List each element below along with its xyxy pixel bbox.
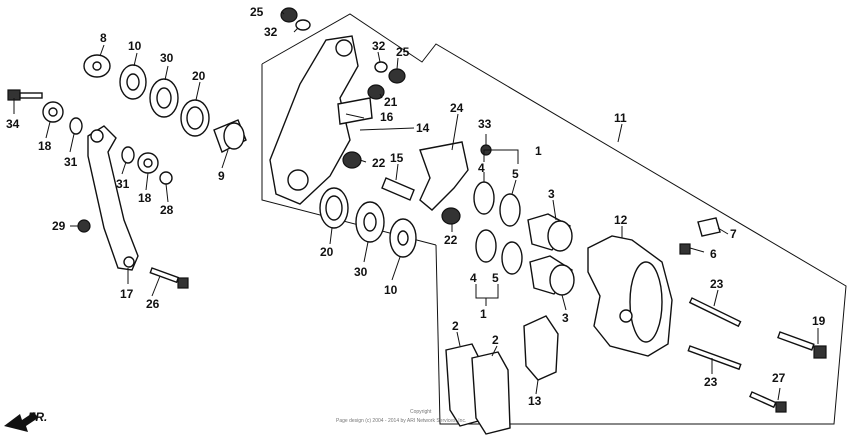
pad-2-rear — [471, 351, 511, 435]
callout-25: 25 — [250, 5, 264, 19]
washer-32-top-left — [295, 19, 311, 31]
callout-17: 17 — [120, 287, 134, 301]
ring-20-lower — [319, 187, 349, 229]
nut-28 — [159, 171, 173, 185]
callout-4: 4 — [478, 161, 485, 175]
bolt-27 — [749, 391, 787, 413]
front-label: FR. — [28, 410, 47, 424]
callout-30: 30 — [354, 265, 368, 279]
boot-25-top-left — [280, 7, 298, 23]
collar-8 — [83, 54, 111, 78]
bearing-30-upper — [149, 78, 179, 118]
front-direction-arrow: FR. — [4, 410, 47, 432]
callout-31-lower: 31 — [116, 177, 130, 191]
callout-26: 26 — [146, 297, 160, 311]
boot-25-right — [388, 68, 406, 84]
seal-10-lower — [389, 218, 417, 258]
boot-22-lower — [441, 207, 461, 225]
callout-32: 32 — [264, 25, 278, 39]
piston-3-lower — [529, 255, 575, 296]
pin-15 — [381, 177, 415, 201]
caliper-bracket — [269, 35, 373, 205]
bushing-18-lower — [137, 152, 159, 174]
callout-33: 33 — [478, 117, 492, 131]
washer-31-upper — [69, 117, 83, 135]
ring-20-upper — [180, 99, 210, 137]
callout-11: 11 — [614, 111, 627, 125]
callout-10: 10 — [128, 39, 142, 53]
callout-30-upper: 30 — [160, 51, 174, 65]
bearing-30-lower — [355, 201, 385, 243]
callout-22: 22 — [372, 156, 386, 170]
callout-2-rear: 2 — [492, 333, 499, 347]
callout-18: 18 — [38, 139, 52, 153]
callout-23-lower: 23 — [704, 375, 718, 389]
seal-10-upper — [119, 64, 147, 100]
caliper-body-12 — [587, 235, 673, 357]
callout-4-lower: 4 — [470, 271, 477, 285]
pin-23-upper — [688, 297, 742, 328]
leader-lines — [13, 11, 819, 401]
callout-9: 9 — [218, 169, 225, 183]
copyright-line-1: Copyright — [410, 409, 432, 415]
washer-31-lower — [121, 146, 135, 164]
callout-16: 16 — [380, 110, 394, 124]
washer-32-right — [374, 61, 388, 73]
callout-1: 1 — [535, 144, 542, 158]
callout-5-lower: 5 — [492, 271, 499, 285]
seal-4-lower — [475, 229, 497, 263]
callout-32-right: 32 — [372, 39, 386, 53]
callout-28: 28 — [160, 203, 174, 217]
callout-19: 19 — [812, 314, 826, 328]
callout-31: 31 — [64, 155, 78, 169]
callout-20-lower: 20 — [320, 245, 334, 259]
callout-27: 27 — [772, 371, 786, 385]
pivot-bracket — [87, 125, 139, 271]
callout-18-lower: 18 — [138, 191, 152, 205]
callout-20: 20 — [192, 69, 206, 83]
callout-23: 23 — [710, 277, 724, 291]
callout-8: 8 — [100, 31, 107, 45]
boot-22-upper — [342, 151, 362, 169]
callout-3-lower: 3 — [562, 311, 569, 325]
callout-labels: 1 1 2 2 3 3 4 4 5 5 6 7 8 9 10 10 11 12 … — [6, 5, 826, 408]
callout-12: 12 — [614, 213, 628, 227]
plate-24 — [419, 141, 469, 211]
callout-22-lower: 22 — [444, 233, 458, 247]
seal-5-upper — [499, 193, 521, 227]
callout-10-lower: 10 — [384, 283, 398, 297]
copyright-line-2: Page design (c) 2004 - 2014 by ARI Netwo… — [336, 418, 466, 424]
sleeve-9 — [213, 119, 247, 153]
callout-25-right: 25 — [396, 45, 410, 59]
callout-14: 14 — [416, 121, 430, 135]
callout-21: 21 — [384, 95, 398, 109]
cap-7 — [697, 217, 721, 237]
seal-5-lower — [501, 241, 523, 275]
callout-2: 2 — [452, 319, 459, 333]
callout-15: 15 — [390, 151, 404, 165]
bolt-34 — [7, 89, 43, 101]
bleeder-6 — [679, 243, 691, 255]
pin-23-lower — [687, 345, 742, 371]
bolt-26 — [149, 267, 189, 289]
bushing-18-upper — [42, 101, 64, 123]
callout-24: 24 — [450, 101, 464, 115]
callout-13: 13 — [528, 394, 542, 408]
callout-6: 6 — [710, 247, 717, 261]
boot-21 — [367, 84, 385, 100]
piston-3-upper — [527, 213, 573, 252]
callout-1-lower: 1 — [480, 307, 487, 321]
seal-4-upper — [473, 181, 495, 215]
bolt-19 — [777, 331, 827, 359]
callout-34: 34 — [6, 117, 20, 131]
callout-5: 5 — [512, 167, 519, 181]
spring-13 — [523, 315, 559, 381]
nut-29 — [77, 219, 91, 233]
copyright-notice: Copyright Page design (c) 2004 - 2014 by… — [336, 409, 466, 424]
callout-3: 3 — [548, 187, 555, 201]
callout-7: 7 — [730, 227, 737, 241]
callout-29: 29 — [52, 219, 66, 233]
